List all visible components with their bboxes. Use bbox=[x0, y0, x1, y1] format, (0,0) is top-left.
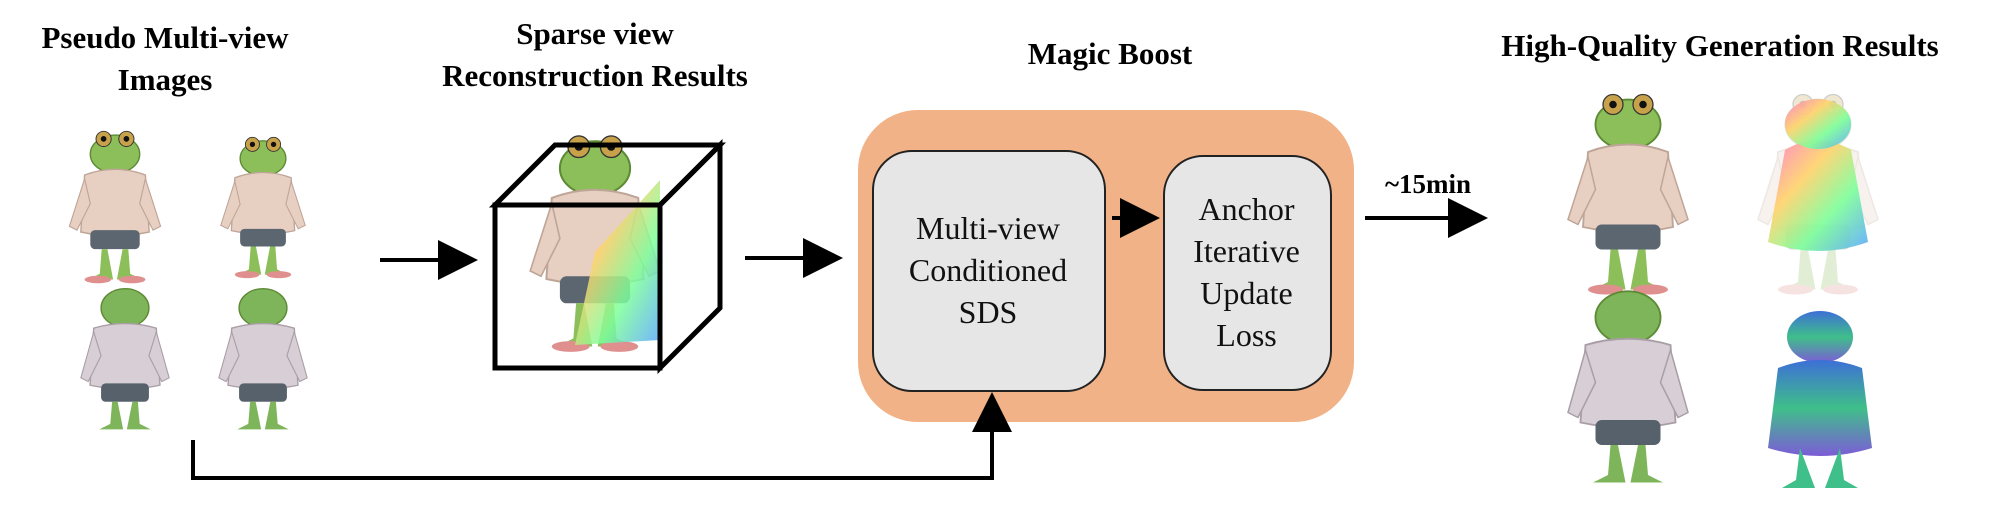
multiview-conditioned-sds-label: Multi-view Conditioned SDS bbox=[872, 150, 1104, 390]
anchor-loss-box bbox=[1163, 155, 1332, 391]
pseudo-view-side bbox=[220, 136, 306, 279]
mvc-line-1: Multi-view bbox=[916, 210, 1060, 246]
sparse-title-line2: Reconstruction Results bbox=[442, 58, 748, 93]
anchor-line-3: Update bbox=[1200, 275, 1293, 311]
pseudo-title-line1: Pseudo Multi-view bbox=[41, 20, 289, 55]
pseudo-title-line2: Images bbox=[117, 62, 213, 97]
hq-results-title: High-Quality Generation Results bbox=[1501, 28, 1939, 63]
anchor-loss-label: Anchor Iterative Update Loss bbox=[1163, 155, 1330, 389]
anchor-line-2: Iterative bbox=[1193, 233, 1300, 269]
mvc-line-2: Conditioned bbox=[908, 252, 1068, 288]
result-rgb-back bbox=[1567, 290, 1689, 484]
conditioning-path bbox=[191, 392, 1012, 480]
result-normal-back bbox=[1768, 311, 1872, 488]
mvc-line-3: SDS bbox=[958, 294, 1018, 330]
magic-boost-title: Magic Boost bbox=[1027, 36, 1193, 71]
pseudo-view-front bbox=[68, 130, 162, 285]
result-rgb-front bbox=[1567, 93, 1689, 296]
multiview-conditioned-sds-box bbox=[872, 150, 1106, 392]
pseudo-view-back-left bbox=[80, 287, 170, 431]
anchor-line-1: Anchor bbox=[1198, 191, 1295, 227]
sparse-title-line1: Sparse view bbox=[516, 16, 674, 51]
result-normal-front bbox=[1757, 93, 1879, 296]
anchor-line-4: Loss bbox=[1216, 317, 1277, 353]
pseudo-view-back-right bbox=[218, 287, 308, 431]
reconstruction-cube bbox=[488, 134, 727, 375]
time-label: ~15min bbox=[1384, 169, 1472, 199]
